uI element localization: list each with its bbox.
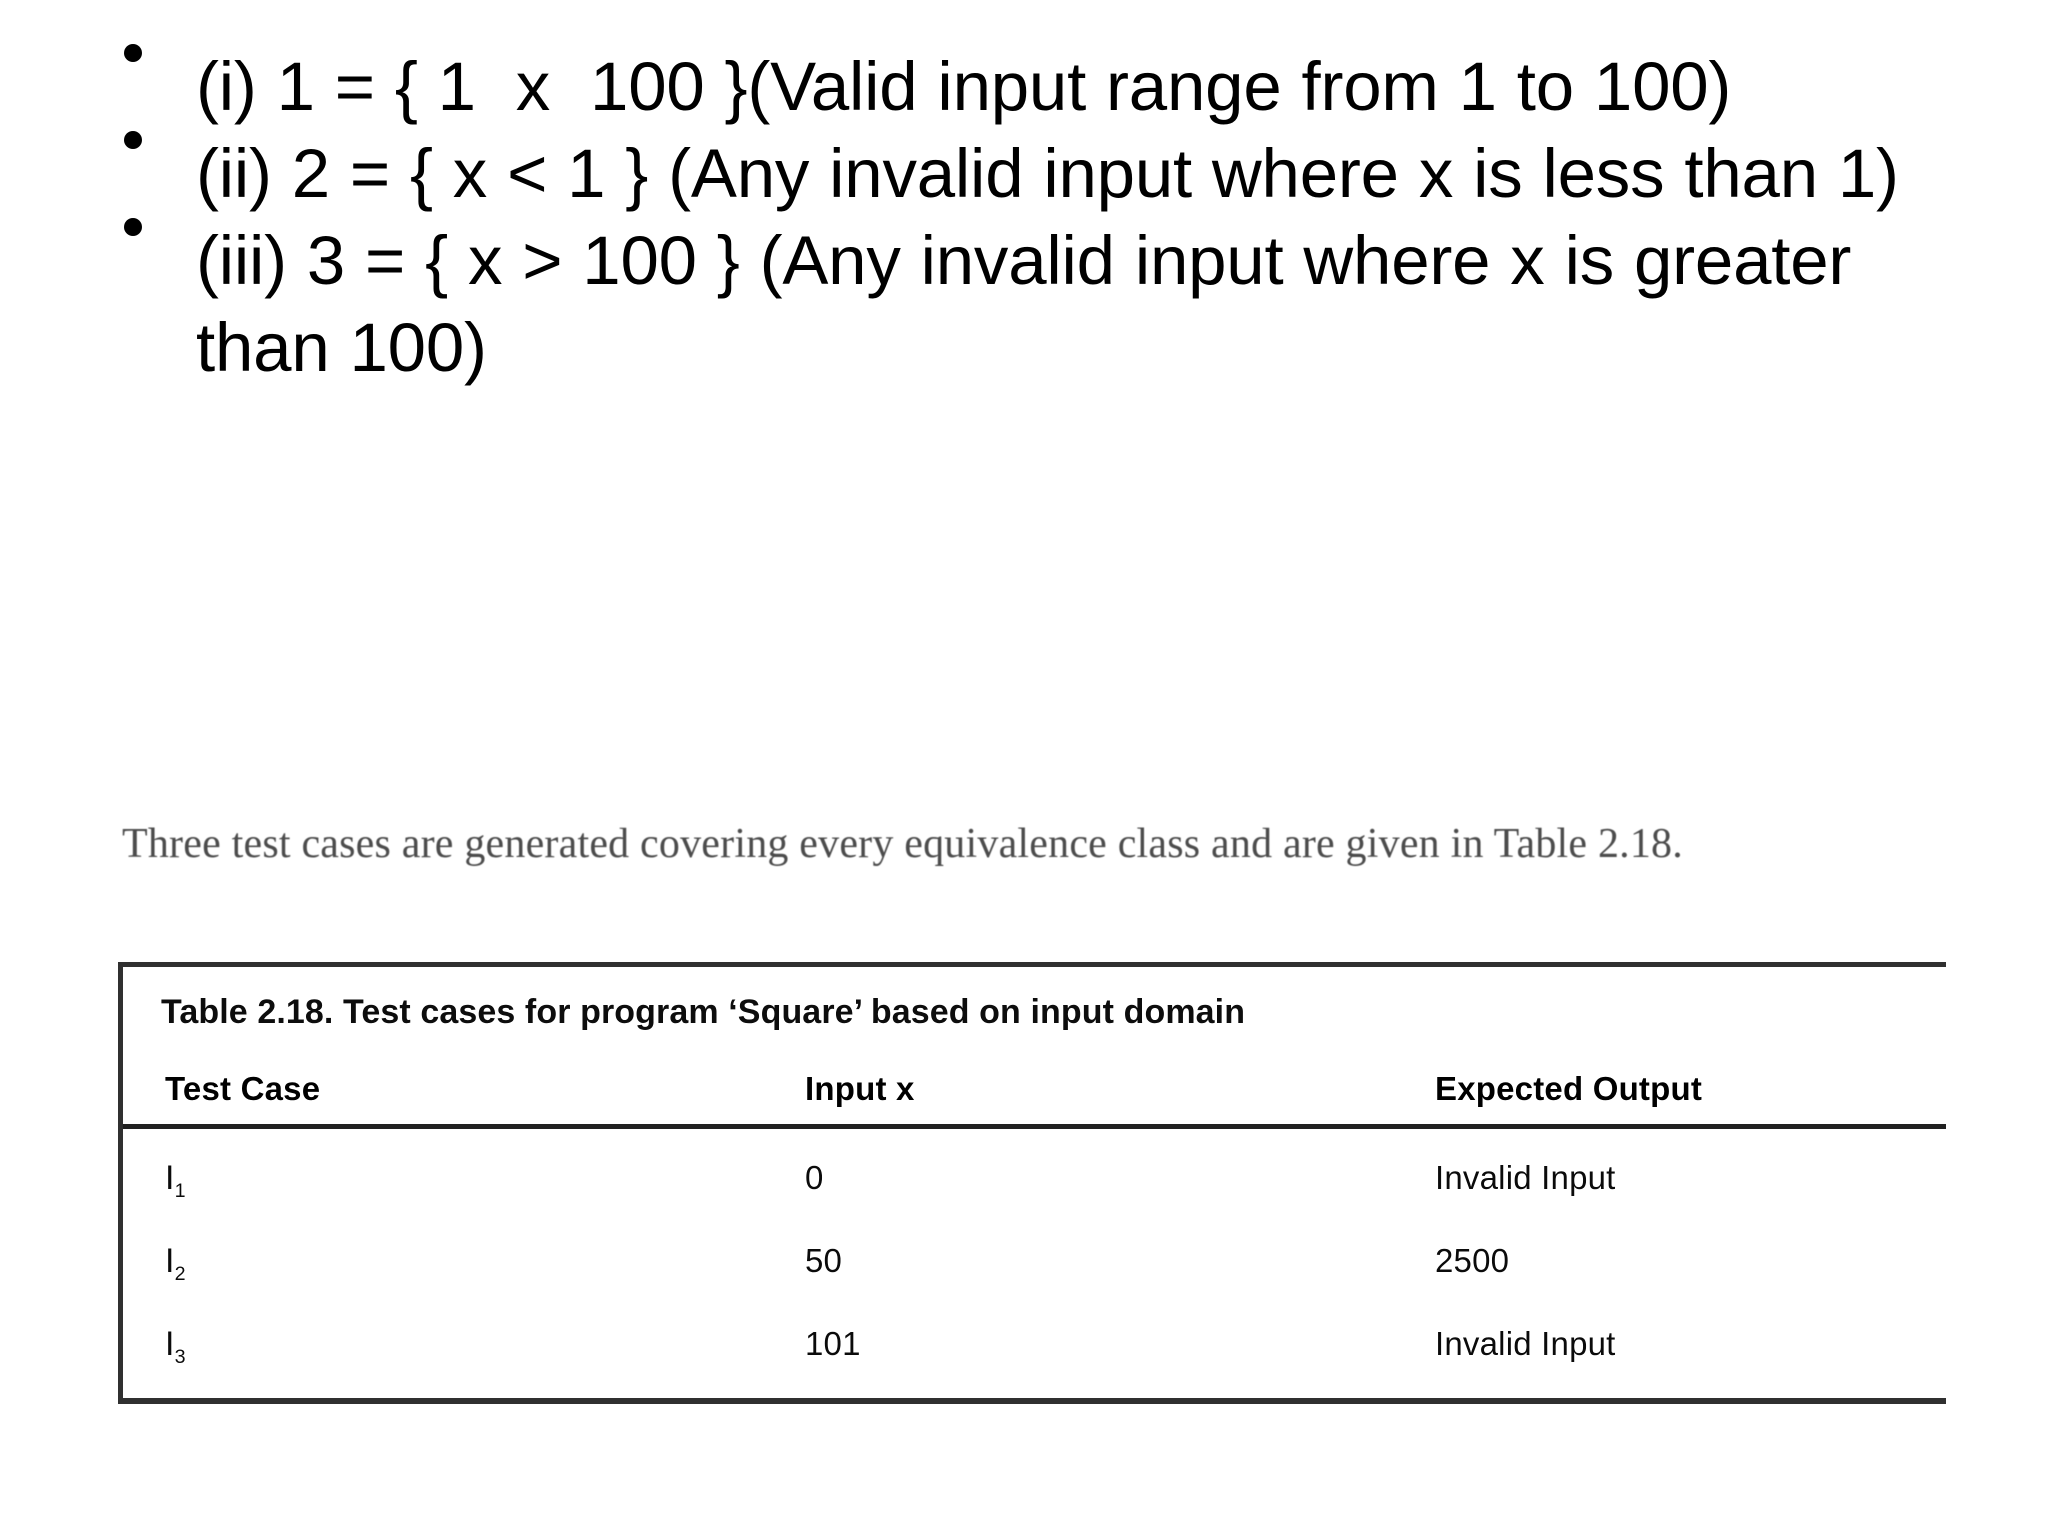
list-item: (iii) 3 = { x > 100 } (Any invalid input… <box>0 217 2048 392</box>
scanned-caption-sentence: Three test cases are generated covering … <box>122 821 1683 867</box>
list-item: (i) 1 = { 1 x 100 }(Valid input range fr… <box>0 44 2048 131</box>
cell-input-x: 101 <box>805 1325 861 1362</box>
test-case-id: I2 <box>165 1242 186 1284</box>
test-case-id: I3 <box>165 1325 186 1367</box>
bullet-text-1: (i) 1 = { 1 x 100 }(Valid input range fr… <box>196 48 1732 125</box>
test-case-subscript: 2 <box>174 1262 186 1285</box>
cell-test-case: I2 <box>123 1220 805 1303</box>
table-caption: Table 2.18. Test cases for program ‘Squa… <box>123 967 1946 1032</box>
cell-input-x: 0 <box>805 1159 824 1196</box>
test-case-base: I <box>165 1159 175 1197</box>
column-header-expected-output: Expected Output <box>1435 1060 1946 1129</box>
table-row: I1 0 Invalid Input <box>123 1127 1946 1221</box>
bullet-dot-icon <box>124 130 142 149</box>
cell-expected-output: 2500 <box>1435 1242 1510 1279</box>
cell-test-case: I3 <box>123 1303 805 1398</box>
bullet-dot-icon <box>124 217 142 236</box>
bullet-text-3: (iii) 3 = { x > 100 } (Any invalid input… <box>196 221 1872 386</box>
test-case-base: I <box>165 1325 175 1363</box>
table-row: I2 50 2500 <box>123 1220 1946 1303</box>
column-header-input-x: Input x <box>805 1060 1435 1129</box>
table-row: I3 101 Invalid Input <box>123 1303 1946 1398</box>
equivalence-class-bullet-list: (i) 1 = { 1 x 100 }(Valid input range fr… <box>0 44 2048 392</box>
table-caption-text: Test cases for program ‘Square’ based on… <box>333 993 1246 1031</box>
test-case-subscript: 3 <box>174 1345 186 1368</box>
list-item: (ii) 2 = { x < 1 } (Any invalid input wh… <box>0 130 2048 218</box>
table-header-row: Test Case Input x Expected Output <box>123 1060 1946 1129</box>
test-case-base: I <box>165 1242 175 1280</box>
bullet-dot-icon <box>124 44 142 62</box>
bullet-text-2: (ii) 2 = { x < 1 } (Any invalid input wh… <box>196 134 1899 212</box>
table-2-18-block: Table 2.18. Test cases for program ‘Squa… <box>118 962 1946 1404</box>
test-case-subscript: 1 <box>174 1179 186 1202</box>
test-case-id: I1 <box>165 1159 186 1201</box>
cell-expected-output: Invalid Input <box>1435 1325 1616 1362</box>
cell-test-case: I1 <box>123 1127 805 1221</box>
column-header-test-case: Test Case <box>123 1060 805 1129</box>
cell-expected-output: Invalid Input <box>1435 1159 1616 1196</box>
cell-input-x: 50 <box>805 1242 843 1279</box>
table-caption-label: Table 2.18. <box>161 993 334 1031</box>
slide-content: (i) 1 = { 1 x 100 }(Valid input range fr… <box>0 0 2048 392</box>
test-case-table: Test Case Input x Expected Output I1 0 I… <box>123 1060 1946 1398</box>
